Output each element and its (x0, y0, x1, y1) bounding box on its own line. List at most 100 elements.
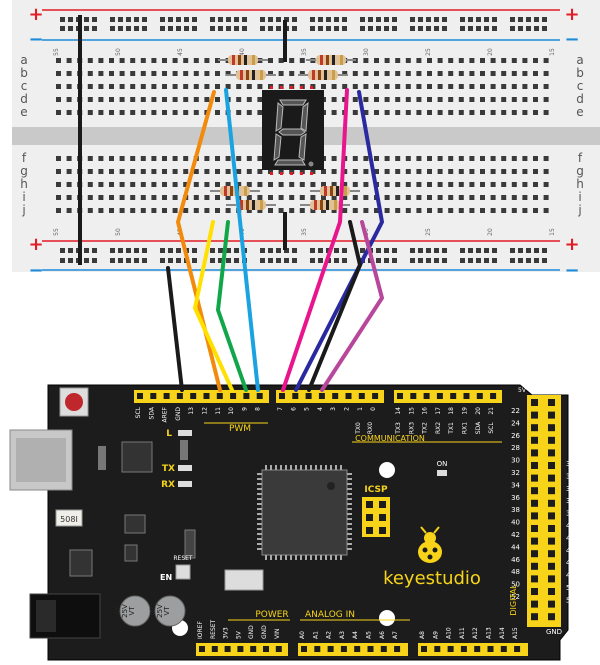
rail-hole (526, 26, 531, 31)
terminal-hole (458, 97, 464, 102)
pin-label: VIN (274, 629, 281, 639)
digital-pin-number: 53 (566, 596, 575, 604)
terminal-hole (490, 195, 496, 200)
terminal-hole (299, 195, 305, 200)
rail-hole (360, 17, 365, 22)
capacitor-label-2: 25V (156, 604, 164, 618)
row-letter: f (22, 151, 27, 165)
rail-hole (518, 258, 523, 263)
rail-hole (418, 258, 423, 263)
terminal-hole (151, 84, 157, 89)
resistor (306, 55, 356, 65)
terminal-hole (405, 97, 411, 102)
terminal-hole (109, 84, 114, 89)
terminal-hole (416, 71, 422, 76)
terminal-hole (193, 71, 199, 76)
terminal-hole (299, 58, 305, 63)
rail-hole (292, 258, 297, 263)
crystal (55, 509, 83, 527)
pin-label: A12 (472, 627, 479, 639)
terminal-hole (374, 71, 379, 76)
comm-pin-label: RX2 (435, 422, 442, 434)
terminal-hole (119, 58, 125, 63)
terminal-hole (427, 58, 432, 63)
header-pin (548, 613, 555, 621)
terminal-hole (395, 169, 401, 174)
terminal-hole (162, 182, 167, 187)
terminal-hole (246, 195, 252, 200)
wires (166, 88, 384, 392)
terminal-hole (480, 208, 485, 213)
rail-hole (168, 258, 173, 263)
terminal-hole (469, 208, 475, 213)
terminal-hole (225, 156, 231, 161)
terminal-hole (384, 182, 390, 187)
rail-hole (542, 17, 547, 22)
terminal-hole (331, 110, 337, 115)
terminal-hole (458, 110, 464, 115)
pin-label: A15 (512, 627, 519, 639)
terminal-hole (511, 58, 517, 63)
terminal-hole (374, 208, 379, 213)
terminal-hole (162, 71, 167, 76)
rail-hole (284, 17, 289, 22)
rail-hole (360, 26, 365, 31)
rail-hole (184, 26, 189, 31)
terminal-hole (416, 110, 422, 115)
header-pin (531, 512, 538, 520)
rail-hole (218, 17, 223, 22)
bottom-rail-holes (60, 248, 547, 263)
header-pin (176, 393, 183, 399)
terminal-hole (427, 195, 432, 200)
rail-hole (60, 248, 65, 253)
reset-button-base (59, 387, 89, 417)
rail-hole (484, 258, 489, 263)
header-pin (314, 646, 321, 652)
rail-hole (110, 248, 115, 253)
terminal-hole (172, 71, 178, 76)
usb-port-inner (16, 438, 66, 482)
terminal-hole (395, 110, 401, 115)
terminal-hole (342, 208, 348, 213)
capacitor: 47 25V VT (114, 595, 151, 627)
navy-wire (294, 90, 384, 392)
terminal-hole (151, 110, 157, 115)
terminal-hole (416, 208, 422, 213)
header-pin (372, 393, 379, 399)
green-wire (216, 220, 248, 392)
terminal-hole (246, 208, 252, 213)
terminal-hole (162, 169, 167, 174)
rail-hole (468, 26, 473, 31)
reset-button[interactable] (65, 393, 83, 411)
rail-hole (184, 17, 189, 22)
terminal-hole (342, 195, 348, 200)
terminal-hole (458, 58, 464, 63)
pin-label: RESET (210, 619, 217, 639)
header-pin (548, 424, 555, 432)
terminal-hole (522, 110, 528, 115)
rail-hole (384, 258, 389, 263)
terminal-hole (289, 182, 295, 187)
rail-hole (310, 258, 315, 263)
header-pin (531, 525, 538, 532)
terminal-hole (395, 58, 401, 63)
rail-hole (192, 248, 197, 253)
header-pin (531, 462, 538, 469)
header-pin (531, 499, 538, 507)
header-pin (216, 393, 223, 399)
pin-label: 5V (235, 630, 242, 639)
terminal-hole (448, 84, 454, 89)
terminal-hole (183, 84, 189, 89)
reset-switch[interactable] (175, 564, 191, 580)
rail-hole (134, 17, 139, 22)
terminal-hole (98, 97, 104, 102)
tx-led-label: TX (162, 464, 175, 474)
analog-label: ANALOG IN (305, 610, 355, 620)
header-pin (548, 562, 555, 570)
rail-hole (118, 258, 123, 263)
terminal-hole (522, 58, 528, 63)
rail-hole (218, 248, 223, 253)
switch[interactable] (224, 569, 264, 591)
column-number: 35 (301, 228, 308, 236)
terminal-hole (140, 182, 146, 187)
